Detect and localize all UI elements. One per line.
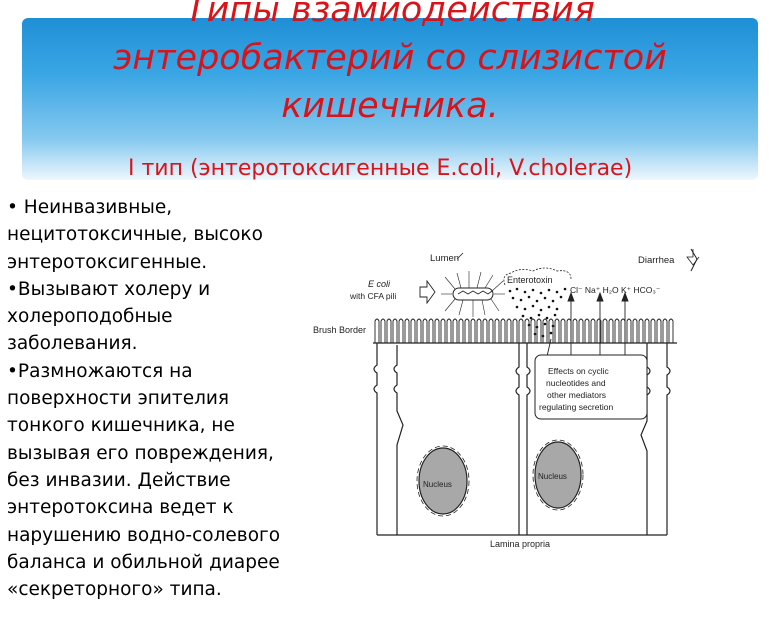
title-line: кишечника.	[281, 86, 499, 126]
microvillus	[632, 318, 638, 343]
microvillus	[590, 318, 596, 343]
microvillus	[398, 318, 404, 343]
microvillus	[596, 318, 602, 343]
lamina-propria-label: Lamina propria	[490, 539, 550, 549]
effects-line: nucleotides and	[546, 378, 606, 388]
slide-title: Типы взамиодействия энтеробактерий со сл…	[0, 0, 780, 130]
body-line: без инвазии. Действие	[7, 469, 231, 491]
microvillus	[422, 318, 428, 343]
microvillus	[410, 318, 416, 343]
microvillus	[644, 318, 650, 343]
lumen-pointer	[456, 252, 464, 260]
microvillus	[392, 318, 398, 343]
effects-line: other mediators	[547, 390, 606, 400]
body-line: •Размножаются на	[7, 360, 193, 382]
microvillus	[374, 318, 380, 343]
brush-border-label: Brush Border	[313, 325, 366, 335]
cfa-label: with CFA pili	[349, 291, 396, 301]
microvillus	[656, 318, 662, 343]
microvillus	[530, 318, 536, 343]
microvillus	[536, 318, 542, 343]
microvillus	[518, 318, 524, 343]
slide-subtitle: I тип (энтеротоксигенные E.coli, V.chole…	[128, 156, 633, 181]
microvillus	[500, 318, 506, 343]
microvillus	[416, 318, 422, 343]
bacterium	[441, 271, 505, 317]
nucleus-left	[416, 445, 470, 517]
microvillus	[428, 318, 434, 343]
microvillus	[572, 318, 578, 343]
microvillus	[578, 318, 584, 343]
microvillus	[614, 318, 620, 343]
effects-line: Effects on cyclic	[548, 366, 610, 376]
microvillus	[668, 318, 674, 343]
body-line: вызывая его повреждения,	[7, 442, 274, 464]
enterotoxin-diagram: Lumen Diarrhea E coli with CFA pili Ente…	[313, 248, 700, 549]
nucleus-left-label: Nucleus	[423, 480, 452, 489]
ecoli-arrow	[419, 279, 436, 305]
body-line: нецитотоксичные, высоко	[7, 224, 263, 246]
microvillus	[554, 318, 560, 343]
microvillus	[512, 318, 518, 343]
microvillus	[488, 318, 494, 343]
nucleus-right	[532, 439, 584, 511]
body-line: тонкого кишечника, не	[7, 415, 235, 437]
brush-border-microvilli	[374, 318, 674, 343]
microvillus	[506, 318, 512, 343]
microvillus	[662, 318, 668, 343]
microvillus	[560, 318, 566, 343]
lumen-label: Lumen	[430, 253, 459, 264]
body-line: заболевания.	[7, 333, 138, 355]
body-line: энтеротоксина ведет к	[7, 497, 234, 519]
enterotoxin-label: Enterotoxin	[507, 275, 553, 285]
enterotoxin-outline	[503, 267, 572, 286]
effects-line: regulating secretion	[539, 402, 613, 412]
microvillus	[452, 318, 458, 343]
microvillus	[380, 318, 386, 343]
body-line: • Неинвазивные,	[7, 197, 173, 218]
body-text: • Неинвазивные, нецитотоксичные, высоко …	[7, 194, 307, 603]
microvillus	[638, 318, 644, 343]
body-line: поверхности эпителия	[7, 388, 230, 410]
body-line: холероподобные	[7, 306, 173, 328]
microvillus	[602, 318, 608, 343]
title-line: Типы взамиодействия	[185, 0, 595, 30]
diarrhea-arrow-head	[690, 248, 698, 272]
microvillus	[524, 318, 530, 343]
microvillus	[458, 318, 464, 343]
microvillus	[608, 318, 614, 343]
microvillus	[434, 318, 440, 343]
body-line: •Вызывают холеру и	[7, 278, 211, 300]
microvillus	[464, 318, 470, 343]
diarrhea-label: Diarrhea	[638, 255, 675, 266]
title-line: энтеробактерий со слизистой	[113, 38, 667, 78]
microvillus	[548, 318, 554, 343]
microvillus	[470, 318, 476, 343]
microvillus	[494, 318, 500, 343]
microvillus	[584, 318, 590, 343]
ions-label: Cl⁻ Na⁺ H₂O K⁺ HCO₃⁻	[570, 285, 661, 295]
body-line: нарушению водно-солевого	[7, 524, 281, 546]
microvillus	[626, 318, 632, 343]
microvillus	[446, 318, 452, 343]
effects-box	[534, 354, 648, 420]
microvillus	[650, 318, 656, 343]
microvillus	[482, 318, 488, 343]
microvillus	[440, 318, 446, 343]
microvillus	[386, 318, 392, 343]
microvillus	[476, 318, 482, 343]
microvillus	[566, 318, 572, 343]
title-banner	[22, 18, 758, 180]
microvillus	[542, 318, 548, 343]
ecoli-label: E coli	[368, 279, 391, 289]
nucleus-right-label: Nucleus	[538, 472, 567, 481]
microvillus	[404, 318, 410, 343]
secretion-arrows	[544, 291, 629, 366]
body-line: «секреторного» типа.	[7, 579, 222, 601]
microvillus	[620, 318, 626, 343]
body-line: энтеротоксигенные.	[7, 251, 208, 273]
body-line: баланса и обильной диарее	[7, 551, 280, 573]
